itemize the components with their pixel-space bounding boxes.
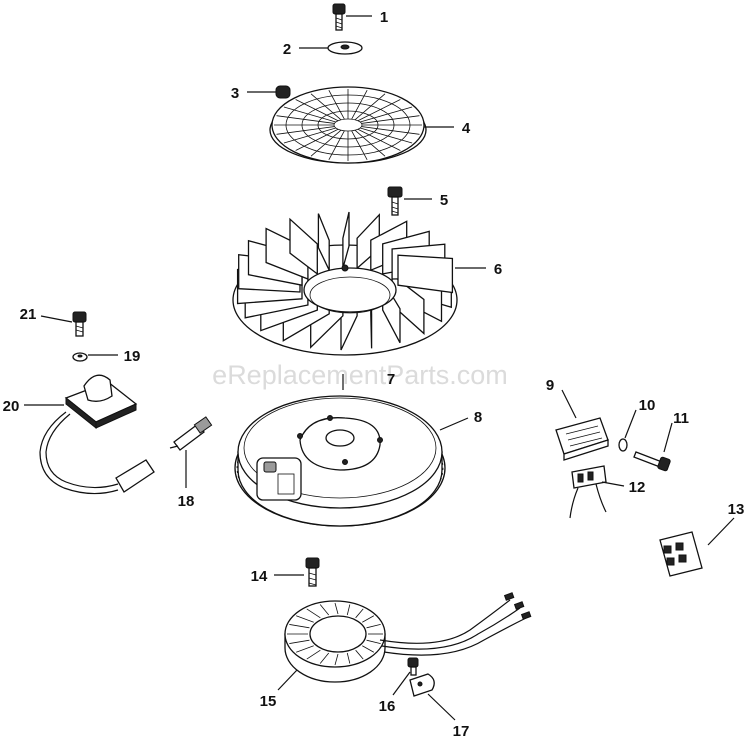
stator-pole <box>319 652 330 664</box>
screen-spoke <box>283 127 336 144</box>
part-clip-17 <box>409 673 435 697</box>
leader-lines <box>24 15 735 721</box>
callout-1: 1 <box>380 9 388 26</box>
screen-spoke <box>295 99 339 122</box>
callout-7: 7 <box>387 371 395 388</box>
part-spark-plug-18 <box>169 416 213 451</box>
screen-spoke <box>351 130 368 160</box>
callout-15: 15 <box>260 693 277 710</box>
stator-pole <box>296 645 314 653</box>
fan-blade <box>342 211 350 269</box>
part-ignition-module-20 <box>39 374 155 495</box>
part-stator-15 <box>284 592 532 683</box>
stator-pole <box>289 639 310 644</box>
callout-4: 4 <box>462 120 471 137</box>
screen-spoke <box>351 90 368 120</box>
stator-pole <box>289 624 310 629</box>
callout-2: 2 <box>283 41 291 58</box>
stator-pole <box>355 608 364 619</box>
callout-13: 13 <box>728 501 745 518</box>
screen-spoke <box>354 93 386 121</box>
stator-pole <box>366 639 381 644</box>
callout-14: 14 <box>251 568 268 585</box>
part-regulator-9 <box>555 417 609 461</box>
callout-labels: 1 2 3 4 5 6 7 8 9 10 11 12 13 14 15 16 1… <box>3 9 745 740</box>
screen-spoke <box>328 90 345 120</box>
callout-8: 8 <box>474 409 482 426</box>
screen-spoke <box>354 129 386 157</box>
callout-12: 12 <box>629 479 646 496</box>
part-cap-3 <box>275 85 291 99</box>
screen-spoke <box>283 106 336 123</box>
stator-pole <box>319 604 330 616</box>
callout-9: 9 <box>546 377 554 394</box>
part-connector-12 <box>569 465 607 519</box>
screen-spoke <box>276 115 335 124</box>
stator-pole <box>306 649 321 660</box>
callout-18: 18 <box>178 493 195 510</box>
callout-11: 11 <box>673 410 689 427</box>
callout-17: 17 <box>453 723 470 740</box>
screen-spoke <box>328 130 345 160</box>
stator-pole <box>334 602 339 615</box>
callout-6: 6 <box>494 261 502 278</box>
screen-spoke <box>357 99 401 122</box>
fan-blade <box>317 213 330 271</box>
stator-pole <box>355 649 364 660</box>
callout-21: 21 <box>20 306 37 323</box>
stator-pole <box>366 624 381 629</box>
part-screw-11 <box>633 451 671 472</box>
stator-pole <box>306 608 321 619</box>
part-bolt-14 <box>305 557 320 587</box>
callout-19: 19 <box>124 348 141 365</box>
callout-5: 5 <box>440 192 448 209</box>
stator-pole <box>346 604 351 616</box>
stator-pole <box>346 652 351 664</box>
part-washer-10 <box>618 438 628 452</box>
part-washer-19 <box>72 352 88 362</box>
screen-spoke <box>276 126 335 135</box>
part-screw-21 <box>72 311 87 337</box>
stator-pole <box>334 653 339 666</box>
stator-pole <box>362 615 375 623</box>
screen-spoke <box>360 127 413 144</box>
part-fan-6 <box>232 211 458 356</box>
screen-spoke <box>310 129 342 157</box>
screen-spoke <box>310 93 342 121</box>
fan-blade <box>289 217 318 276</box>
part-bolt-5 <box>387 186 403 216</box>
screen-spoke <box>361 115 420 124</box>
part-flywheel-8 <box>234 395 446 527</box>
screen-spoke <box>295 128 339 151</box>
stator-pole <box>362 645 375 653</box>
part-screw-16 <box>407 657 419 676</box>
screen-spoke <box>361 126 420 135</box>
watermark-text: eReplacementParts.com <box>212 360 508 390</box>
fan-blade <box>397 254 454 294</box>
part-grass-screen-4 <box>269 86 427 164</box>
callout-16: 16 <box>379 698 396 715</box>
part-screw-1 <box>332 3 346 31</box>
callout-20: 20 <box>3 398 20 415</box>
callout-10: 10 <box>639 397 656 414</box>
screen-spoke <box>360 106 413 123</box>
part-washer-2 <box>327 41 363 55</box>
callout-3: 3 <box>231 85 239 102</box>
part-plug-13 <box>659 531 703 577</box>
screen-spoke <box>357 128 401 151</box>
stator-pole <box>296 615 314 623</box>
